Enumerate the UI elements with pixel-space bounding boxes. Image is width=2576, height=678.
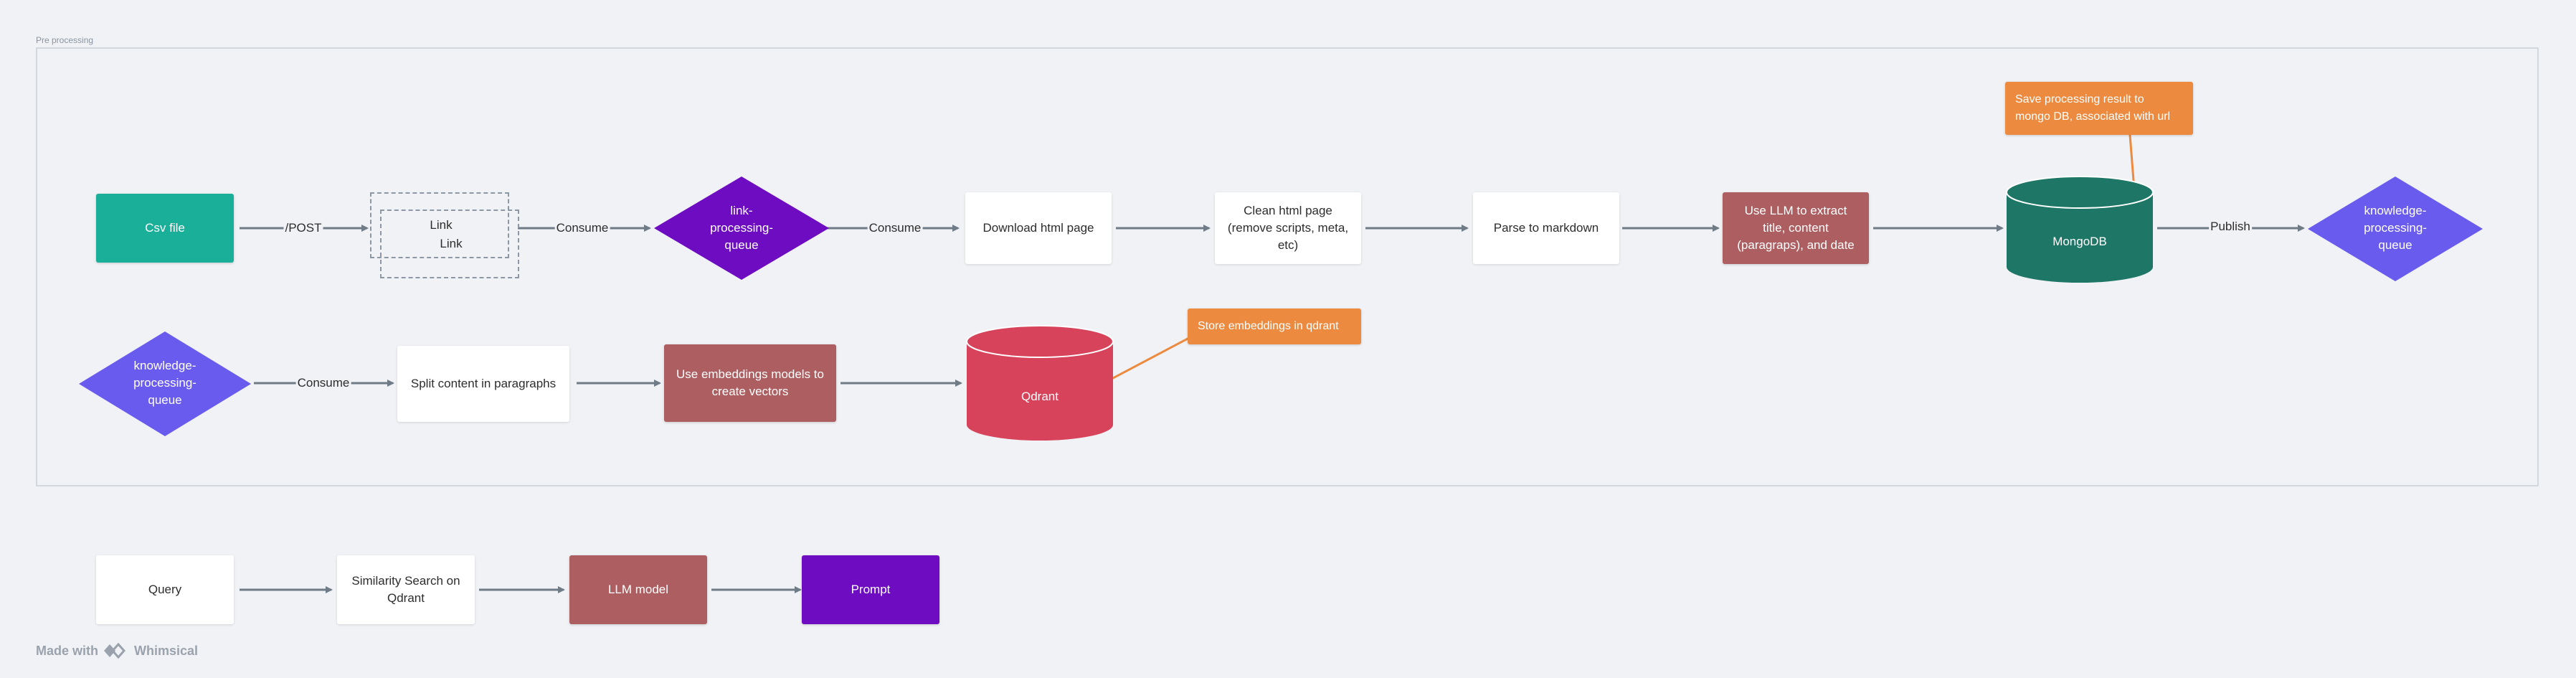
qdrant-cylinder-top	[966, 325, 1114, 358]
llm-extract-node[interactable]: Use LLM to extract title, content (parag…	[1723, 192, 1869, 264]
made-with-text: Made with	[36, 643, 99, 658]
download-node[interactable]: Download html page	[965, 192, 1112, 264]
clean-label: Clean html page (remove scripts, meta, e…	[1227, 204, 1349, 252]
link-queue-node[interactable]	[654, 176, 829, 280]
csv-file-node[interactable]: Csv file	[96, 194, 234, 263]
similarity-node[interactable]: Similarity Search on Qdrant	[337, 555, 475, 624]
edge-label-consume-3: Consume	[295, 376, 351, 390]
download-label: Download html page	[982, 221, 1094, 235]
knowledge-queue-shape-1	[2308, 176, 2483, 281]
embeddings-label: Use embeddings models to create vectors	[676, 367, 824, 398]
mongodb-label: MongoDB	[2052, 235, 2107, 248]
knowledge-queue-label-2: knowledge- processing- queue	[133, 359, 196, 407]
link-card-front: Link	[380, 209, 519, 278]
clean-node[interactable]: Clean html page (remove scripts, meta, e…	[1215, 192, 1361, 264]
knowledge-queue-node-2[interactable]	[79, 331, 251, 436]
whimsical-text: Whimsical	[134, 643, 199, 658]
csv-file-label: Csv file	[145, 221, 185, 235]
pre-processing-group	[36, 47, 2539, 486]
store-embeddings-note-text: Store embeddings in qdrant	[1198, 320, 1339, 332]
link-front-label: Link	[440, 237, 463, 250]
prompt-label: Prompt	[851, 583, 891, 596]
parse-node[interactable]: Parse to markdown	[1473, 192, 1619, 264]
edge-label-publish: Publish	[2209, 220, 2252, 234]
link-back-label: Link	[430, 218, 453, 232]
split-node[interactable]: Split content in paragraphs	[397, 346, 569, 422]
prompt-node[interactable]: Prompt	[802, 555, 939, 624]
parse-label: Parse to markdown	[1493, 221, 1599, 235]
qdrant-node[interactable]	[965, 324, 1114, 443]
qdrant-cylinder-body	[967, 342, 1113, 441]
mongodb-cylinder-body	[2007, 192, 2153, 283]
whimsical-logo-icon	[104, 643, 126, 659]
knowledge-queue-shape-2	[79, 331, 251, 436]
similarity-label: Similarity Search on Qdrant	[351, 574, 460, 605]
link-queue-label: link- processing- queue	[710, 204, 773, 252]
link-stack-node[interactable]: Link Link	[370, 192, 521, 281]
mongodb-cylinder-top	[2006, 176, 2154, 209]
edge-label-consume-1: Consume	[554, 221, 610, 235]
save-result-note-text: Save processing result to mongo DB, asso…	[2015, 93, 2171, 123]
knowledge-queue-label-1: knowledge- processing- queue	[2364, 204, 2427, 252]
made-with-whimsical[interactable]: Made with Whimsical	[36, 643, 198, 659]
link-queue-shape	[654, 176, 829, 280]
link-card-back: Link	[370, 192, 509, 258]
llm-model-node[interactable]: LLM model	[569, 555, 707, 624]
query-node[interactable]: Query	[96, 555, 234, 624]
split-label: Split content in paragraphs	[410, 377, 557, 390]
qdrant-label: Qdrant	[1021, 390, 1059, 403]
llm-extract-label: Use LLM to extract title, content (parag…	[1737, 204, 1855, 252]
edge-label-post: /POST	[283, 221, 323, 235]
mongodb-node[interactable]	[2005, 175, 2154, 284]
edge-save-note-to-mongodb	[2128, 134, 2138, 191]
knowledge-queue-node-1[interactable]	[2308, 176, 2483, 281]
edge-label-consume-2: Consume	[867, 221, 923, 235]
group-label: Pre processing	[36, 35, 94, 45]
store-embeddings-note[interactable]: Store embeddings in qdrant	[1188, 309, 1361, 344]
embeddings-node[interactable]: Use embeddings models to create vectors	[664, 344, 836, 422]
llm-model-label: LLM model	[607, 583, 669, 596]
save-result-note[interactable]: Save processing result to mongo DB, asso…	[2005, 82, 2193, 135]
query-label: Query	[148, 583, 182, 596]
